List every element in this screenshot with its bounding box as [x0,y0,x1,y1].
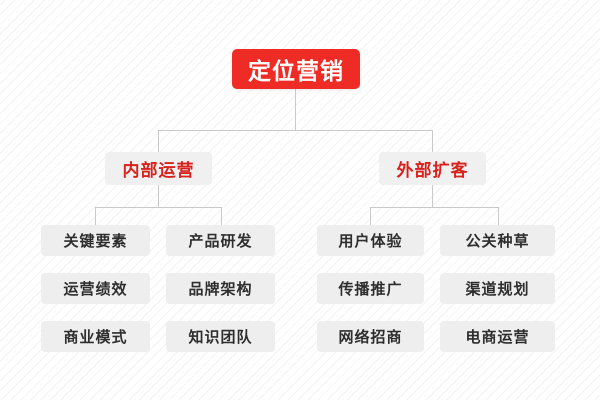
branch-node-internal-operations[interactable]: 内部运营 [105,152,212,185]
connector-branch-right-drop [432,130,433,152]
leaf-node-knowledge-team[interactable]: 知识团队 [166,321,275,352]
connector-right-leg-2 [498,207,499,225]
leaf-node-label: 关键要素 [63,232,128,250]
branch-node-label: 内部运营 [122,161,195,181]
connector-right-branch-stem [432,184,433,207]
leaf-node-pr-seeding[interactable]: 公关种草 [440,225,555,256]
leaf-node-label: 产品研发 [188,232,253,250]
root-node-label: 定位营销 [248,59,344,85]
connector-branch-left-drop [158,130,159,152]
leaf-node-communication-promotion[interactable]: 传播推广 [317,273,424,304]
connector-left-branch-stem [158,184,159,207]
leaf-node-label: 运营绩效 [63,280,128,298]
leaf-node-brand-architecture[interactable]: 品牌架构 [166,273,275,304]
leaf-node-ecommerce-operations[interactable]: 电商运营 [440,321,555,352]
leaf-node-key-elements[interactable]: 关键要素 [41,225,150,256]
leaf-node-label: 传播推广 [338,280,403,298]
leaf-node-label: 商业模式 [63,328,128,346]
connector-root-stem [295,88,296,130]
leaf-node-label: 品牌架构 [188,280,253,298]
leaf-node-label: 公关种草 [465,232,530,250]
connector-root-bus [158,130,433,131]
leaf-node-label: 网络招商 [338,328,403,346]
leaf-node-product-rd[interactable]: 产品研发 [166,225,275,256]
leaf-node-label: 知识团队 [188,328,253,346]
connector-left-branch-bus [95,207,222,208]
connector-right-leg-1 [370,207,371,225]
leaf-node-business-model[interactable]: 商业模式 [41,321,150,352]
leaf-node-user-experience[interactable]: 用户体验 [317,225,424,256]
leaf-node-channel-planning[interactable]: 渠道规划 [440,273,555,304]
leaf-node-label: 电商运营 [465,328,530,346]
leaf-node-online-investment[interactable]: 网络招商 [317,321,424,352]
connector-left-leg-1 [95,207,96,225]
leaf-node-operating-performance[interactable]: 运营绩效 [41,273,150,304]
connector-right-branch-bus [370,207,498,208]
leaf-node-label: 用户体验 [338,232,403,250]
branch-node-external-expansion[interactable]: 外部扩客 [379,152,486,185]
branch-node-label: 外部扩客 [396,161,469,181]
root-node[interactable]: 定位营销 [232,49,360,89]
connector-left-leg-2 [221,207,222,225]
leaf-node-label: 渠道规划 [465,280,530,298]
